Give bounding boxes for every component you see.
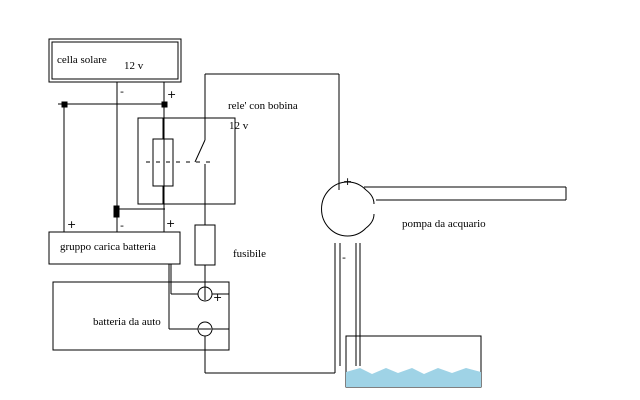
pump-minus-mark: - [342, 251, 346, 264]
solar-wires [58, 82, 165, 232]
fuse [194, 186, 216, 290]
relay [137, 74, 236, 205]
aquarium-tank [345, 335, 482, 388]
solar-minus-mark: - [120, 85, 124, 98]
battery-charger [48, 231, 181, 265]
pump-supply-wire [205, 73, 340, 190]
relay-label: rele' con bobina [228, 100, 298, 112]
battery-plus-mark: + [213, 291, 223, 304]
solar-cell [48, 38, 182, 83]
pump-plus-mark: + [343, 175, 353, 188]
solar-plus-mark: + [167, 88, 177, 101]
car-battery [52, 264, 230, 351]
charger-minus-mark: - [120, 219, 124, 232]
charger-plus-mark-right: + [166, 217, 176, 230]
charger-plus-mark-left: + [67, 218, 77, 231]
relay-voltage-label: 12 v [229, 120, 249, 132]
pump-label: pompa da acquario [402, 218, 486, 230]
charger-label: gruppo carica batteria [60, 241, 156, 253]
solar-voltage-label: 12 v [124, 60, 144, 72]
fuse-label: fusibile [233, 248, 266, 260]
solar-cell-label: cella solare [57, 54, 107, 66]
junction-dots [61, 101, 168, 218]
battery-label: batteria da auto [93, 316, 161, 328]
aquarium-pump [321, 181, 567, 366]
pump-return-wire [204, 243, 336, 374]
